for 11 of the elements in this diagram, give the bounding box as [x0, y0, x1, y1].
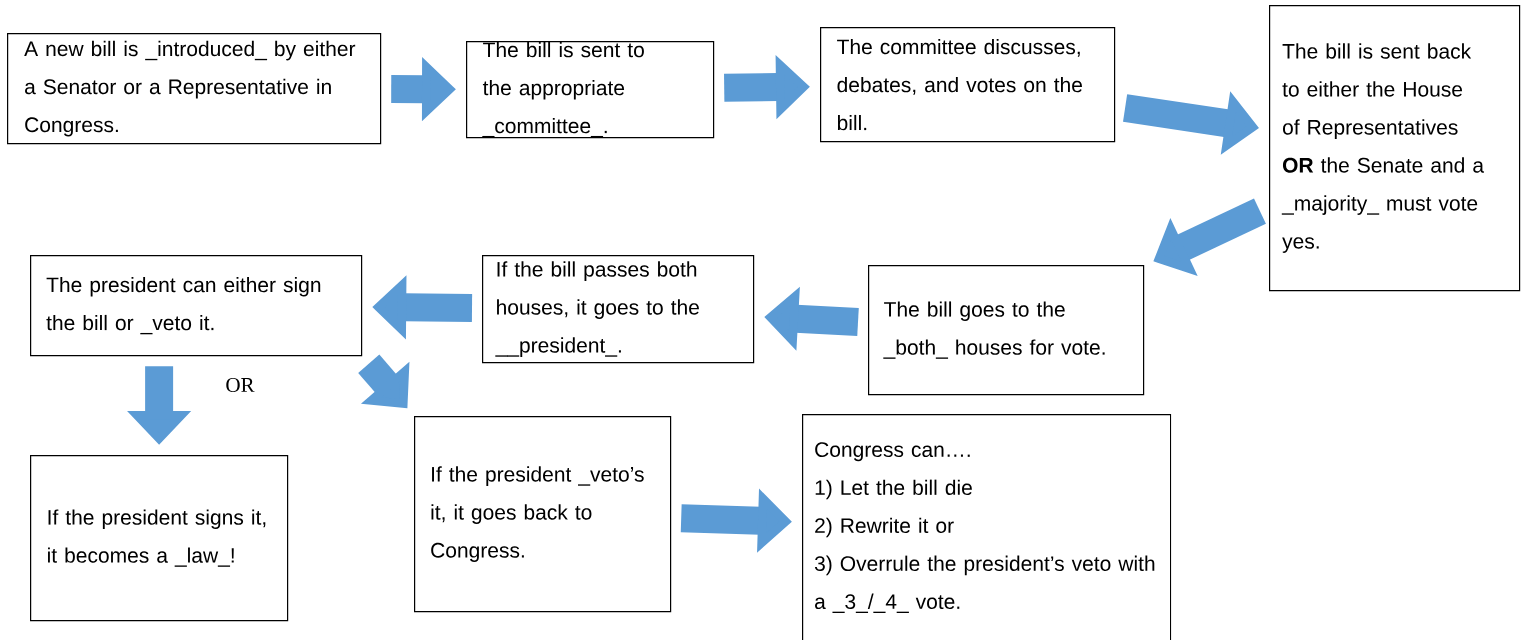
step-box: The bill goes to the _both_ houses for vote. [868, 265, 1145, 396]
step-box: The bill is sent to the appropriate _committee_. [466, 41, 715, 139]
step-box: If the president _veto’s it, it goes back to Congress. [414, 416, 672, 613]
step-box: The committee discusses, debates, and votes on the bill. [820, 27, 1116, 143]
step-box: If the president signs it, it becomes a _law_! [30, 455, 289, 622]
step-box: The president can either sign the bill or _veto it. [30, 255, 363, 357]
or-label: OR [226, 377, 255, 393]
step-box: If the bill passes both houses, it goes to the __president_. [482, 255, 755, 364]
step-box: The bill is sent back to either the House of Representatives OR the Senate and a _majority_ must vote yes. [1269, 5, 1521, 292]
step-box: A new bill is _introduced_ by either a Senator or a Representative in Congress. [7, 33, 382, 145]
step-box: Congress can…. 1) Let the bill die 2) Rewrite it or 3) Overrule the president’s veto with a _3_/_4_ vote. [802, 414, 1172, 640]
